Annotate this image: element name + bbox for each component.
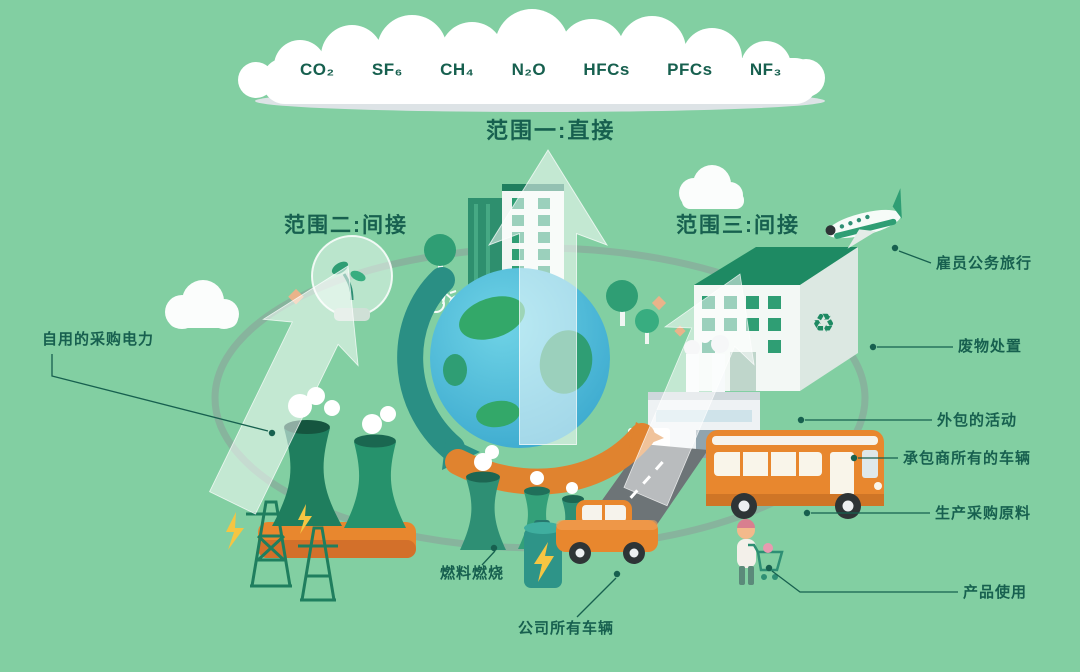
callout-fuel-combustion: 燃料燃烧	[440, 565, 505, 582]
callout-outsourced-activities: 外包的活动	[937, 412, 1018, 429]
gas-label-n2o: N₂O	[511, 60, 547, 79]
gas-label-nf3: NF₃	[749, 60, 782, 79]
callout-purchased-materials: 生产采购原料	[935, 505, 1032, 522]
callout-waste-disposal: 废物处置	[958, 338, 1023, 355]
callout-company-vehicles: 公司所有车辆	[518, 620, 615, 637]
gas-label-sf6: SF₆	[371, 60, 403, 79]
trees-right-icon	[606, 280, 659, 344]
callout-product-use: 产品使用	[963, 584, 1028, 601]
callout-employee-travel: 雇员公务旅行	[936, 255, 1033, 272]
shopper-with-cart-icon	[737, 519, 784, 585]
car-icon	[556, 500, 658, 564]
callout-lines	[51, 250, 958, 618]
recycle-icon: ♻	[812, 308, 835, 338]
scope1-title: 范围一:直接	[486, 118, 616, 143]
callout-dots	[268, 244, 899, 578]
callout-purchased-electricity: 自用的采购电力	[42, 331, 155, 348]
scope1-arrow-icon	[487, 149, 609, 445]
sparkle-icon-2	[651, 295, 667, 311]
scope2-title: 范围二:间接	[284, 214, 408, 237]
small-cloud-right-icon	[679, 165, 744, 209]
bus-icon	[706, 430, 884, 519]
scope-arrows	[209, 149, 755, 515]
gas-labels-row: CO₂ SF₆ CH₄ N₂O HFCs PFCs NF₃	[300, 60, 782, 80]
callout-contractor-vehicles: 承包商所有的车辆	[903, 450, 1032, 467]
power-plant-cooling-towers-icon	[258, 387, 416, 558]
gas-label-pfcs: PFCs	[667, 60, 713, 79]
gas-label-ch4: CH₄	[440, 60, 475, 79]
gas-cloud-icon	[238, 9, 825, 112]
lightning-bolt-icon	[226, 512, 244, 550]
fuel-battery-icon	[524, 520, 562, 588]
airplane-icon	[825, 188, 902, 249]
gas-label-co2: CO₂	[300, 60, 335, 79]
lightning-bolt-icon-2	[298, 504, 312, 534]
small-cloud-left-icon	[165, 280, 239, 329]
scope2-arrow-icon	[209, 265, 359, 515]
sparkle-icon-3	[674, 325, 686, 337]
transmission-pylons-icon	[246, 500, 338, 602]
gas-label-hfcs: HFCs	[583, 60, 630, 79]
scope3-title: 范围三:间接	[676, 214, 800, 237]
scope3-arrow-icon	[623, 273, 755, 507]
